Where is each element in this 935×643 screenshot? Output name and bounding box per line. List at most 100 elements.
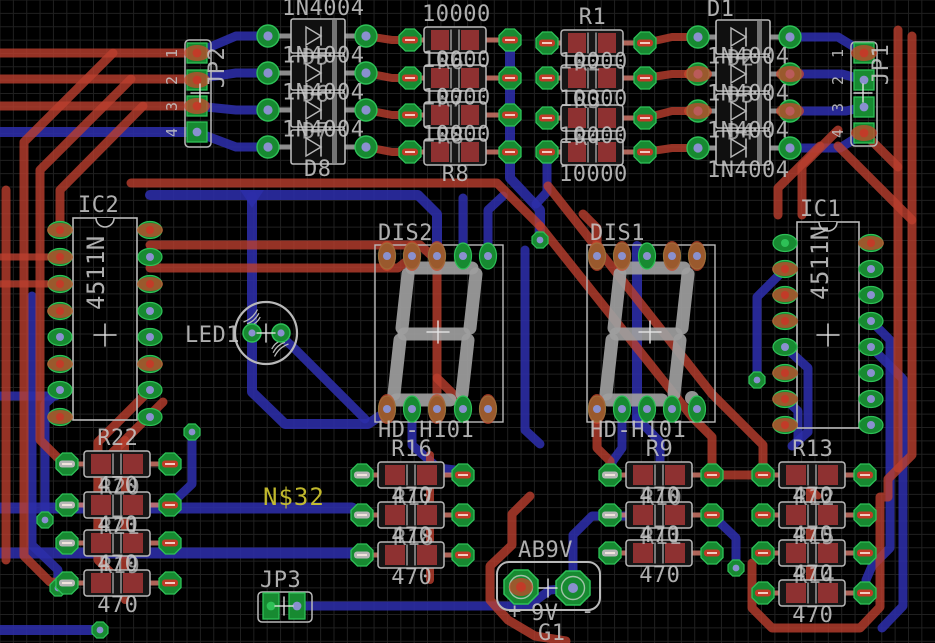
bottom-trace[interactable] xyxy=(531,147,552,209)
diode-name-label: D5 xyxy=(302,46,330,71)
pad-hole xyxy=(263,142,273,152)
led-LED1[interactable]: LED1 xyxy=(185,300,299,366)
top-trace[interactable] xyxy=(485,491,571,643)
jumper-JP3[interactable]: JP3 xyxy=(257,568,313,623)
bottom-trace[interactable] xyxy=(0,547,368,560)
pad-hole xyxy=(484,405,492,413)
pad-hole xyxy=(146,413,154,421)
top-trace[interactable] xyxy=(773,141,825,220)
pad-hole xyxy=(408,252,416,260)
resistor-body-fill xyxy=(818,543,838,563)
top-trace[interactable] xyxy=(55,101,148,235)
diode-body[interactable] xyxy=(715,19,771,55)
pad-hole xyxy=(146,360,154,368)
resistor-name-label: R15 xyxy=(794,525,835,550)
pad-hole xyxy=(266,601,276,611)
pad-hole xyxy=(859,75,869,85)
resistor-value-label: 470 xyxy=(391,565,432,590)
segment-icon xyxy=(455,333,475,401)
bottom-trace[interactable] xyxy=(483,191,508,261)
diode-value-label: 1N4004 xyxy=(282,118,364,143)
pad-hole xyxy=(192,48,202,58)
diode-cathode-band xyxy=(757,58,762,90)
pad-hole xyxy=(56,413,64,421)
resistor-body-fill xyxy=(568,108,586,128)
components: 1N40041N4004D51N4004D61N4004D7D8D11N4004… xyxy=(47,0,894,643)
pad-slot-shine xyxy=(640,42,650,44)
diode-body[interactable] xyxy=(290,92,346,128)
diode-body[interactable] xyxy=(290,129,346,165)
top-trace[interactable] xyxy=(833,141,917,225)
battery-outline[interactable] xyxy=(496,561,601,611)
pad-hole xyxy=(618,252,626,260)
pad-hole xyxy=(867,239,875,247)
diode-symbol-icon xyxy=(305,62,323,84)
battery-minus-label: - xyxy=(581,599,595,624)
resistor-body-fill xyxy=(786,505,806,525)
pad-hole xyxy=(867,395,875,403)
pad-slot-shine xyxy=(165,504,175,506)
diode-body[interactable] xyxy=(715,56,771,92)
pin-number-label: 4 xyxy=(163,127,181,137)
pad-hole xyxy=(56,280,64,288)
battery-G1[interactable]: AB9V+9V-G1 xyxy=(496,538,601,643)
resistor-body-fill xyxy=(568,68,586,88)
resistor-value-label: 470 xyxy=(792,603,833,628)
resistor-value-label: 470 xyxy=(391,524,432,549)
battery-value-label: 9V xyxy=(531,601,559,626)
led-outline[interactable] xyxy=(233,300,299,366)
diode-body[interactable] xyxy=(715,130,771,166)
diode-value-label: 1N4004 xyxy=(707,82,789,107)
display-name-label: DIS2 xyxy=(378,221,433,246)
led-arc-icon xyxy=(243,309,259,323)
pad-hole xyxy=(56,307,64,315)
bottom-trace[interactable] xyxy=(407,404,460,475)
resistor-name-label: R19 xyxy=(99,554,140,579)
diode-body[interactable] xyxy=(715,93,771,129)
pad-hole xyxy=(361,142,371,152)
pad-hole xyxy=(361,105,371,115)
bottom-trace[interactable] xyxy=(520,245,545,449)
resistor-body-fill xyxy=(665,465,685,485)
resistor-value-label: 470 xyxy=(792,523,833,548)
resistor-value-label: 470 xyxy=(639,484,680,509)
pad-hole xyxy=(361,68,371,78)
pin-number-label: 1 xyxy=(163,48,181,58)
top-trace[interactable] xyxy=(543,181,768,478)
jumper-body[interactable] xyxy=(184,39,212,148)
pad-hole xyxy=(263,68,273,78)
resistor-body-fill xyxy=(665,543,685,563)
bottom-trace-junction[interactable] xyxy=(240,190,264,208)
resistor-body-fill xyxy=(598,108,616,128)
jumper-body[interactable] xyxy=(850,41,878,147)
resistor-value-label: 470 xyxy=(792,484,833,509)
top-trace[interactable] xyxy=(126,178,545,231)
bottom-trace[interactable] xyxy=(145,190,442,251)
bottom-trace[interactable] xyxy=(752,264,790,385)
bottom-trace[interactable] xyxy=(632,413,665,473)
jumper-body[interactable] xyxy=(257,591,313,623)
pad-slot-shine xyxy=(758,474,768,476)
bottom-trace[interactable] xyxy=(866,342,908,633)
diode-body[interactable] xyxy=(290,55,346,91)
resistor-name-label: R14 xyxy=(794,564,835,589)
diode-body[interactable] xyxy=(290,18,346,54)
resistor-name-label: R20 xyxy=(99,476,140,501)
pad-hole xyxy=(361,31,371,41)
